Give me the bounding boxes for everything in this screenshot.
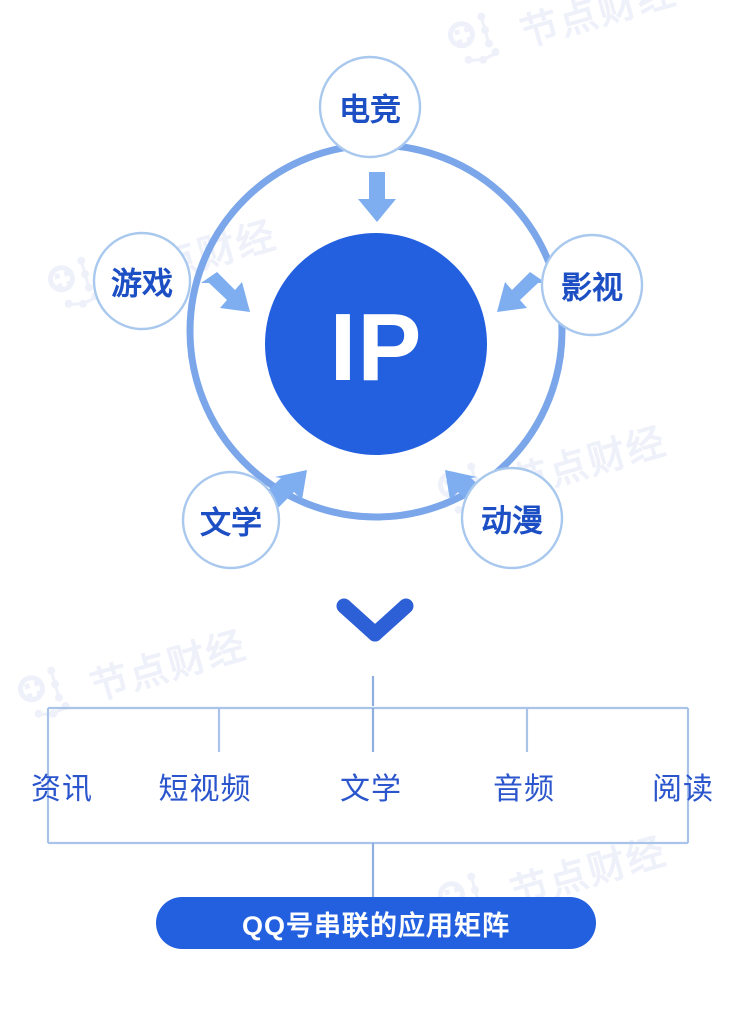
center-ip-circle[interactable] [265, 233, 487, 455]
matrix-item-label-short-video[interactable]: 短视频 [158, 773, 252, 806]
arrow-left-icon [497, 272, 546, 312]
node-circle-film[interactable] [540, 233, 644, 337]
arrow-right-icon [201, 272, 250, 312]
arrow-down-icon [358, 172, 396, 222]
matrix-item-label-reading[interactable]: 阅读 [652, 773, 714, 806]
node-label-anime: 动漫 [481, 503, 543, 539]
node-circle-anime[interactable] [460, 466, 564, 570]
node-circle-literature[interactable] [181, 470, 281, 570]
matrix-item-label-literature[interactable]: 文学 [340, 773, 402, 806]
cta-pill-button[interactable]: QQ号串联的应用矩阵 [156, 897, 596, 949]
chevron-down-icon [336, 598, 414, 642]
matrix-item-label-audio[interactable]: 音频 [493, 773, 555, 806]
node-label-games: 游戏 [111, 266, 173, 302]
node-circle-esports[interactable] [318, 55, 422, 159]
node-label-film: 影视 [561, 270, 623, 306]
center-ip-label: IP [329, 294, 423, 401]
cta-pill-label: QQ号串联的应用矩阵 [241, 910, 510, 941]
node-circle-games[interactable] [92, 231, 192, 331]
matrix-item-label-news[interactable]: 资讯 [31, 773, 93, 806]
node-label-esports: 电竞 [339, 92, 401, 128]
node-label-literature: 文学 [200, 505, 262, 541]
